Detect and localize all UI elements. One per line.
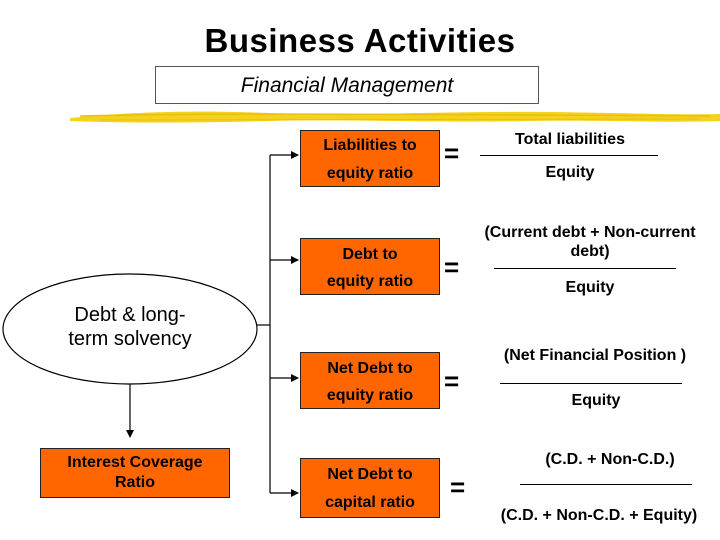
- formula-2-fraction-line: [494, 268, 676, 269]
- ratio-3-line-1: Net Debt to: [327, 360, 413, 377]
- formula-4-numerator: (C.D. + Non-C.D.): [545, 451, 675, 468]
- ratio-2-line-1: Debt to: [342, 246, 398, 263]
- equals-sign-2: =: [444, 252, 460, 282]
- ratio-box-net-debt-equity: Net Debt to equity ratio: [300, 352, 440, 409]
- formula-4-fraction-line: [520, 484, 692, 485]
- ratio-box-net-debt-capital: Net Debt to capital ratio: [300, 458, 440, 518]
- ratio-2-line-2: equity ratio: [326, 273, 414, 290]
- equals-sign-3: =: [444, 366, 460, 396]
- formula-4-denominator: (C.D. + Non-C.D. + Equity): [500, 507, 698, 524]
- ratio-4-line-2: capital ratio: [325, 494, 415, 511]
- main-node-line-1: Debt & long-: [74, 304, 186, 326]
- subtitle-box: Financial Management: [155, 66, 539, 104]
- ratio-box-liabilities-equity: Liabilities to equity ratio: [300, 130, 440, 187]
- formula-2-denominator: Equity: [565, 279, 615, 296]
- main-node-line-2: term solvency: [68, 328, 192, 350]
- ratio-3-line-2: equity ratio: [326, 387, 414, 404]
- interest-coverage-box: Interest Coverage Ratio: [40, 448, 230, 498]
- formula-1-numerator: Total liabilities: [515, 131, 625, 148]
- page-title: Business Activities: [204, 22, 516, 59]
- ratio-4-line-1: Net Debt to: [327, 466, 413, 483]
- ratio-box-debt-equity: Debt to equity ratio: [300, 238, 440, 295]
- formula-2-numerator: (Current debt + Non-current debt): [464, 223, 716, 261]
- formula-2-numerator-line-1: (Current debt + Non-current: [484, 224, 696, 241]
- yellow-brush-stroke: [70, 111, 720, 123]
- ratio-1-line-1: Liabilities to: [323, 137, 417, 154]
- formula-3-numerator: (Net Financial Position ): [503, 347, 687, 364]
- formula-3-fraction-line: [500, 383, 682, 384]
- coverage-line-2: Ratio: [115, 474, 155, 491]
- main-node-label: Debt & long- term solvency: [40, 303, 220, 351]
- ratio-1-line-2: equity ratio: [326, 165, 414, 182]
- equals-sign-4: =: [450, 472, 466, 502]
- formula-1-denominator: Equity: [545, 164, 595, 181]
- formula-1-fraction-line: [480, 155, 658, 156]
- ellipse-shape: [2, 273, 258, 385]
- formula-3-denominator: Equity: [571, 392, 621, 409]
- coverage-line-1: Interest Coverage: [67, 454, 203, 471]
- formula-2-numerator-line-2: debt): [570, 243, 610, 260]
- equals-sign-1: =: [444, 138, 460, 168]
